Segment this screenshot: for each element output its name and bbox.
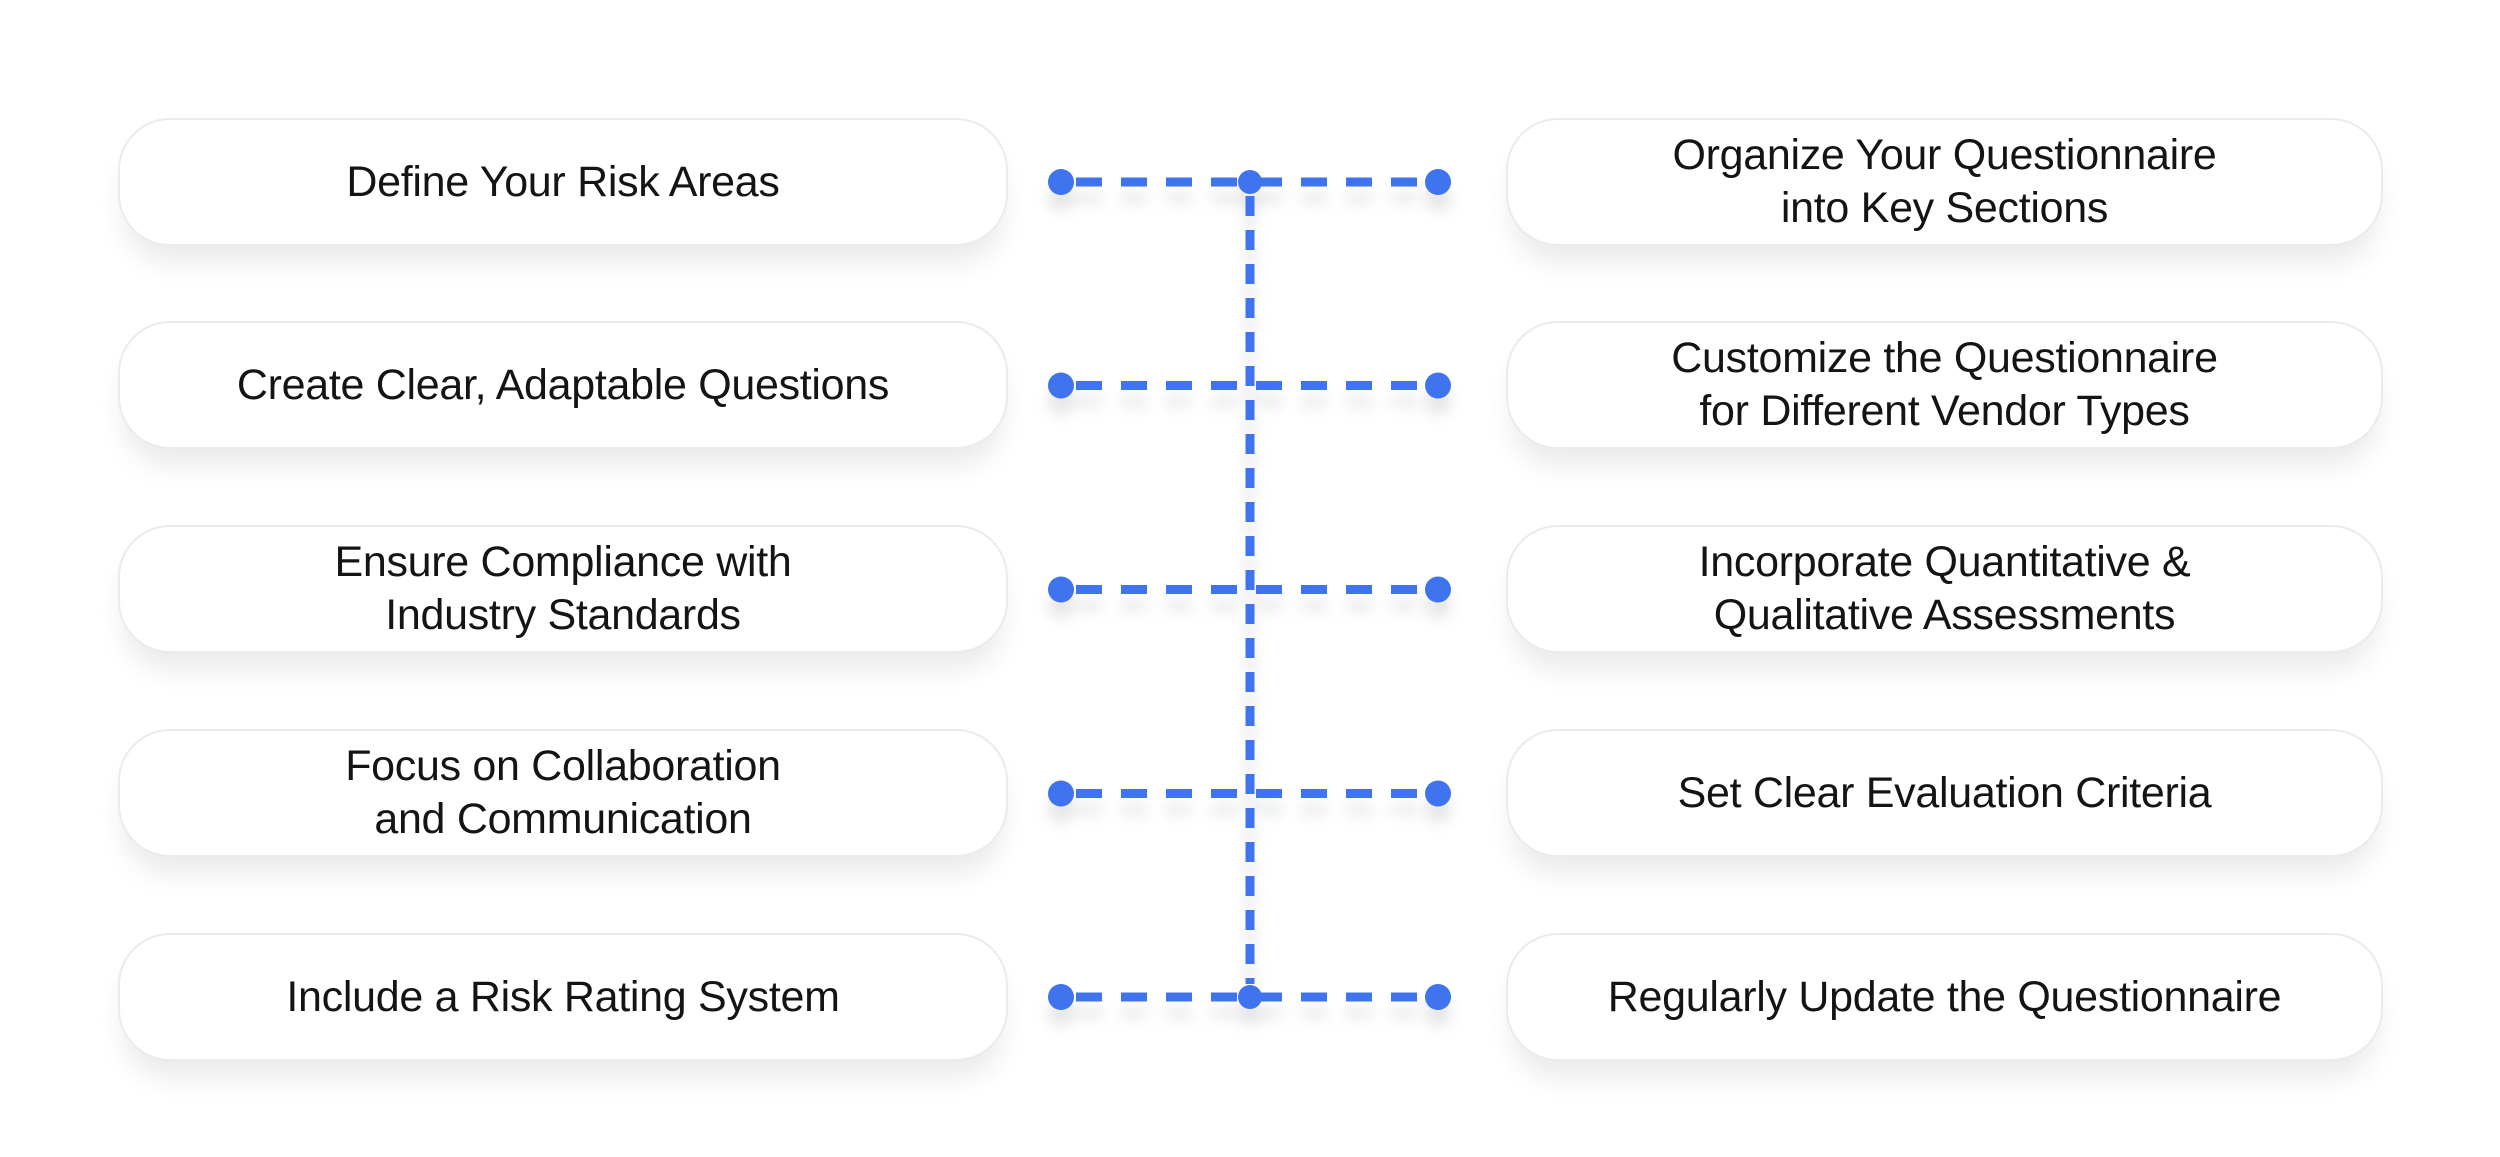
- connector-dot: [1425, 169, 1451, 195]
- step-card-evaluation-criteria: Set Clear Evaluation Criteria: [1506, 729, 2383, 857]
- step-card-label: Regularly Update the Questionnaire: [1607, 972, 2282, 1021]
- connector-dot: [1425, 984, 1451, 1010]
- connector-dot: [1425, 576, 1451, 603]
- step-card-label: Customize the Questionnaire for Differen…: [1671, 334, 2218, 435]
- connector-dot: [1425, 780, 1451, 807]
- connector-dot: [1048, 780, 1074, 807]
- step-card-organize-sections: Organize Your Questionnaire into Key Sec…: [1506, 118, 2383, 246]
- connector-center-dot: [1238, 985, 1262, 1009]
- connector-center-dot: [1238, 170, 1262, 194]
- connector-graphic: [1048, 169, 1451, 1010]
- connector-dot: [1048, 576, 1074, 603]
- connector-dot: [1048, 372, 1074, 399]
- step-card-create-questions: Create Clear, Adaptable Questions: [118, 321, 1008, 449]
- step-card-label: Include a Risk Rating System: [286, 972, 840, 1021]
- step-card-quantitative-qualitative: Incorporate Quantitative & Qualitative A…: [1506, 525, 2383, 653]
- step-card-label: Ensure Compliance with Industry Standard…: [334, 538, 792, 639]
- step-card-focus-collaboration: Focus on Collaboration and Communication: [118, 729, 1008, 857]
- step-card-risk-rating-system: Include a Risk Rating System: [118, 933, 1008, 1061]
- step-card-customize-vendor-types: Customize the Questionnaire for Differen…: [1506, 321, 2383, 449]
- step-card-label: Incorporate Quantitative & Qualitative A…: [1698, 538, 2191, 639]
- step-card-label: Define Your Risk Areas: [346, 157, 780, 206]
- step-card-label: Focus on Collaboration and Communication: [345, 742, 781, 843]
- step-card-label: Organize Your Questionnaire into Key Sec…: [1672, 131, 2217, 232]
- step-card-ensure-compliance: Ensure Compliance with Industry Standard…: [118, 525, 1008, 653]
- connector-dot: [1048, 984, 1074, 1010]
- step-card-label: Set Clear Evaluation Criteria: [1677, 768, 2212, 817]
- step-card-define-risk-areas: Define Your Risk Areas: [118, 118, 1008, 246]
- step-card-regularly-update: Regularly Update the Questionnaire: [1506, 933, 2383, 1061]
- step-card-label: Create Clear, Adaptable Questions: [236, 360, 890, 409]
- connector-dot: [1425, 372, 1451, 399]
- connector-dot: [1048, 169, 1074, 195]
